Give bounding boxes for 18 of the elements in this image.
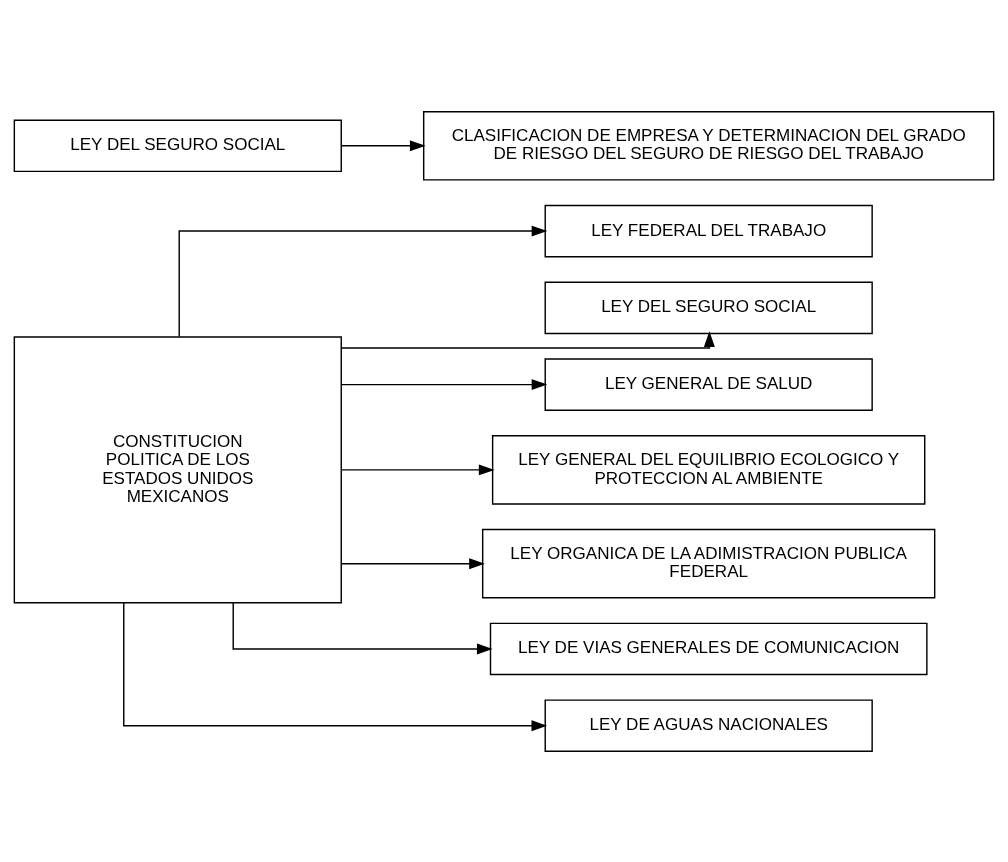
node-box: LEY ORGANICA DE LA ADIMISTRACION PUBLICA FEDERAL	[481, 528, 936, 598]
node-box: CLASIFICACION DE EMPRESA Y DETERMINACION DEL GRADO DE RIESGO DEL SEGURO DE RIESGO DEL TRABAJO	[423, 110, 995, 181]
node-box: LEY GENERAL DE SALUD	[544, 357, 873, 411]
node-box: LEY DE AGUAS NACIONALES	[544, 698, 873, 752]
arrow	[340, 557, 485, 569]
arrow	[340, 378, 548, 390]
arrow	[232, 601, 493, 654]
node-box: CONSTITUCION POLITICA DE LOS ESTADOS UNIDOS MEXICANOS	[13, 335, 342, 603]
node-box: LEY DEL SEGURO SOCIAL	[13, 119, 342, 172]
node-box: LEY DEL SEGURO SOCIAL	[544, 281, 873, 334]
arrow	[340, 463, 495, 475]
node-box: LEY GENERAL DEL EQUILIBRIO ECOLOGICO Y PROTECCION AL AMBIENTE	[491, 434, 926, 505]
arrow	[178, 225, 548, 337]
arrow	[340, 330, 715, 349]
node-box: LEY DE VIAS GENERALES DE COMUNICACION	[489, 622, 928, 675]
arrow	[340, 139, 426, 151]
arrow	[123, 601, 548, 731]
node-box: LEY FEDERAL DEL TRABAJO	[544, 204, 873, 257]
